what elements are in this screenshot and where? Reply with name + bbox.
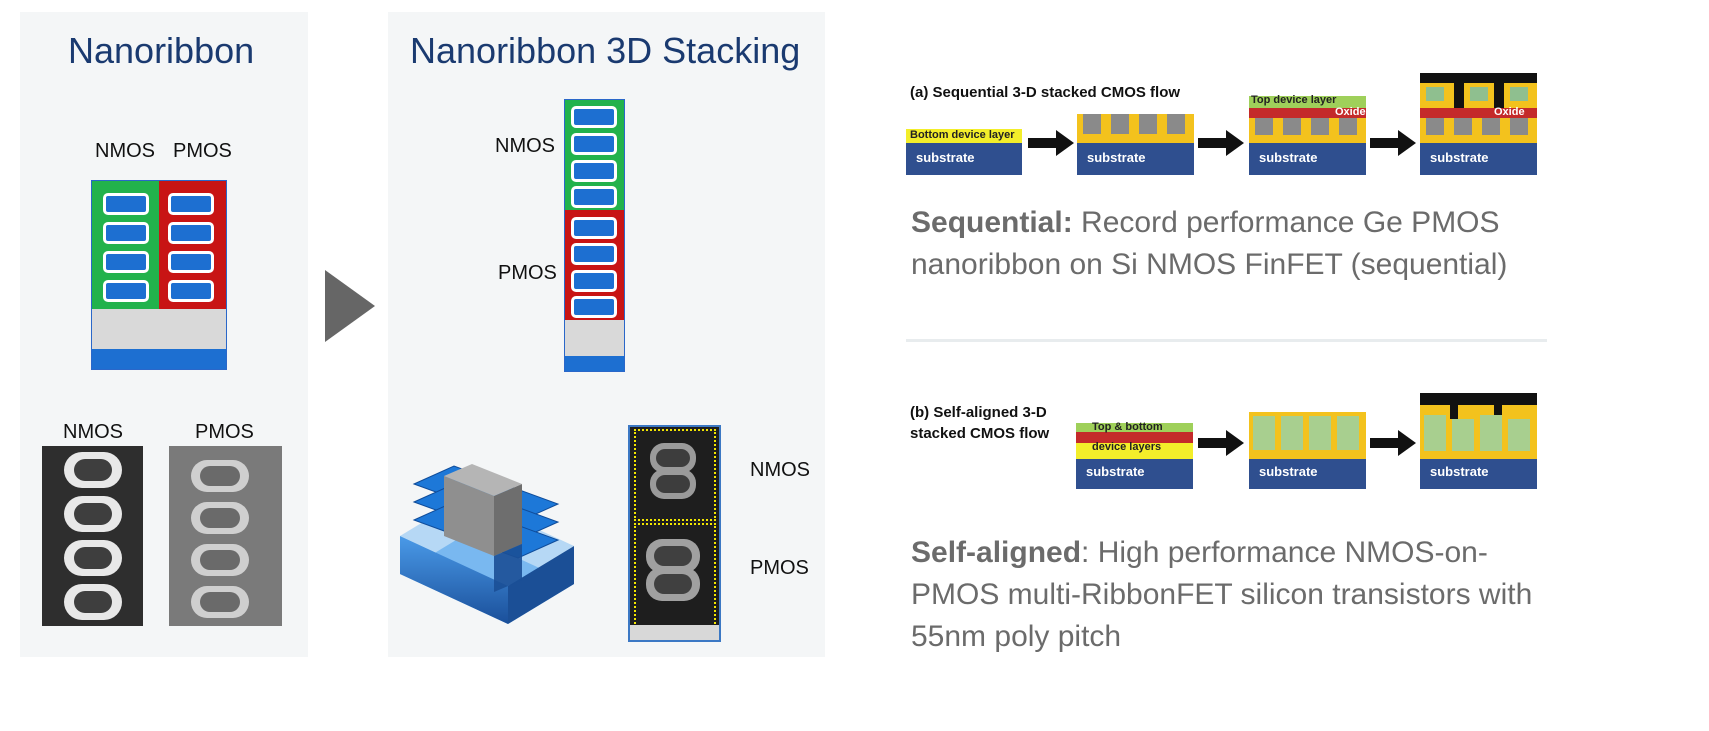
substrate-block: substrate xyxy=(1420,459,1537,489)
nanoribbon xyxy=(571,106,617,128)
nmos-sem-label: NMOS xyxy=(63,421,123,443)
nmos-label: NMOS xyxy=(95,140,155,162)
pmos-label: PMOS xyxy=(173,140,232,162)
nanoribbon xyxy=(571,270,617,292)
oxide-layer: Oxide xyxy=(1249,106,1366,118)
stacked-sem-image xyxy=(628,425,721,642)
nanoribbon-cross-section xyxy=(91,180,227,370)
nanoribbon xyxy=(103,193,149,215)
stacking-title: Nanoribbon 3D Stacking xyxy=(410,30,801,71)
nanoribbon xyxy=(571,243,617,265)
pmos-sem-image xyxy=(169,446,282,626)
substrate-block: substrate xyxy=(1076,459,1193,489)
top-device-layer: Top device layer xyxy=(1249,94,1366,108)
completed-stack xyxy=(1420,73,1537,108)
stack-nmos-label: NMOS xyxy=(495,135,555,157)
section-divider xyxy=(906,339,1547,342)
nanoribbon xyxy=(168,280,214,302)
oxide-layer: Oxide xyxy=(1420,106,1537,118)
stacked-cross-section xyxy=(564,99,625,372)
patterned-stack xyxy=(1249,412,1366,459)
flow-arrow-icon xyxy=(1370,430,1416,456)
patterned-bottom-layer xyxy=(1420,118,1537,143)
nanoribbon xyxy=(103,280,149,302)
substrate-block: substrate xyxy=(906,143,1022,175)
substrate-block: substrate xyxy=(1249,459,1366,489)
flow-arrow-icon xyxy=(1198,430,1244,456)
flow-a-header: (a) Sequential 3-D stacked CMOS flow xyxy=(910,84,1181,101)
nanoribbon xyxy=(571,160,617,182)
top-bottom-device-layers: Top & bottom device layers xyxy=(1076,421,1193,459)
substrate-block: substrate xyxy=(1249,143,1366,175)
nmos-sem-image xyxy=(42,446,143,626)
sem-nmos-label: NMOS xyxy=(750,459,810,481)
flow-arrow-icon xyxy=(1370,130,1416,156)
flow-arrow-icon xyxy=(1198,130,1244,156)
stack-pmos-label: PMOS xyxy=(498,262,557,284)
patterned-bottom-layer xyxy=(1077,114,1194,143)
pmos-sem-label: PMOS xyxy=(195,421,254,443)
nanoribbon xyxy=(571,217,617,239)
nanoribbon xyxy=(168,251,214,273)
nanoribbon xyxy=(103,251,149,273)
bottom-device-layer: Bottom device layer xyxy=(906,129,1022,143)
nanoribbon xyxy=(103,222,149,244)
self-aligned-description: Self-aligned: High performance NMOS-on-P… xyxy=(911,536,1533,653)
play-arrow-icon xyxy=(325,270,375,342)
substrate-block: substrate xyxy=(1077,143,1194,175)
sem-pmos-label: PMOS xyxy=(750,557,809,579)
nanoribbon xyxy=(168,222,214,244)
flow-arrow-icon xyxy=(1028,130,1074,156)
nanoribbon xyxy=(571,133,617,155)
nanoribbon xyxy=(571,186,617,208)
sequential-description: Sequential: Record performance Ge PMOS n… xyxy=(911,206,1508,281)
nanoribbon xyxy=(168,193,214,215)
3d-transistor-illustration xyxy=(400,464,574,624)
substrate-layer xyxy=(92,349,226,369)
substrate-layer xyxy=(565,356,624,371)
nanoribbon xyxy=(571,296,617,318)
patterned-bottom-layer xyxy=(1249,118,1366,143)
nanoribbon-title: Nanoribbon xyxy=(68,30,255,71)
completed-self-aligned-stack xyxy=(1420,393,1537,459)
substrate-block: substrate xyxy=(1420,143,1537,175)
